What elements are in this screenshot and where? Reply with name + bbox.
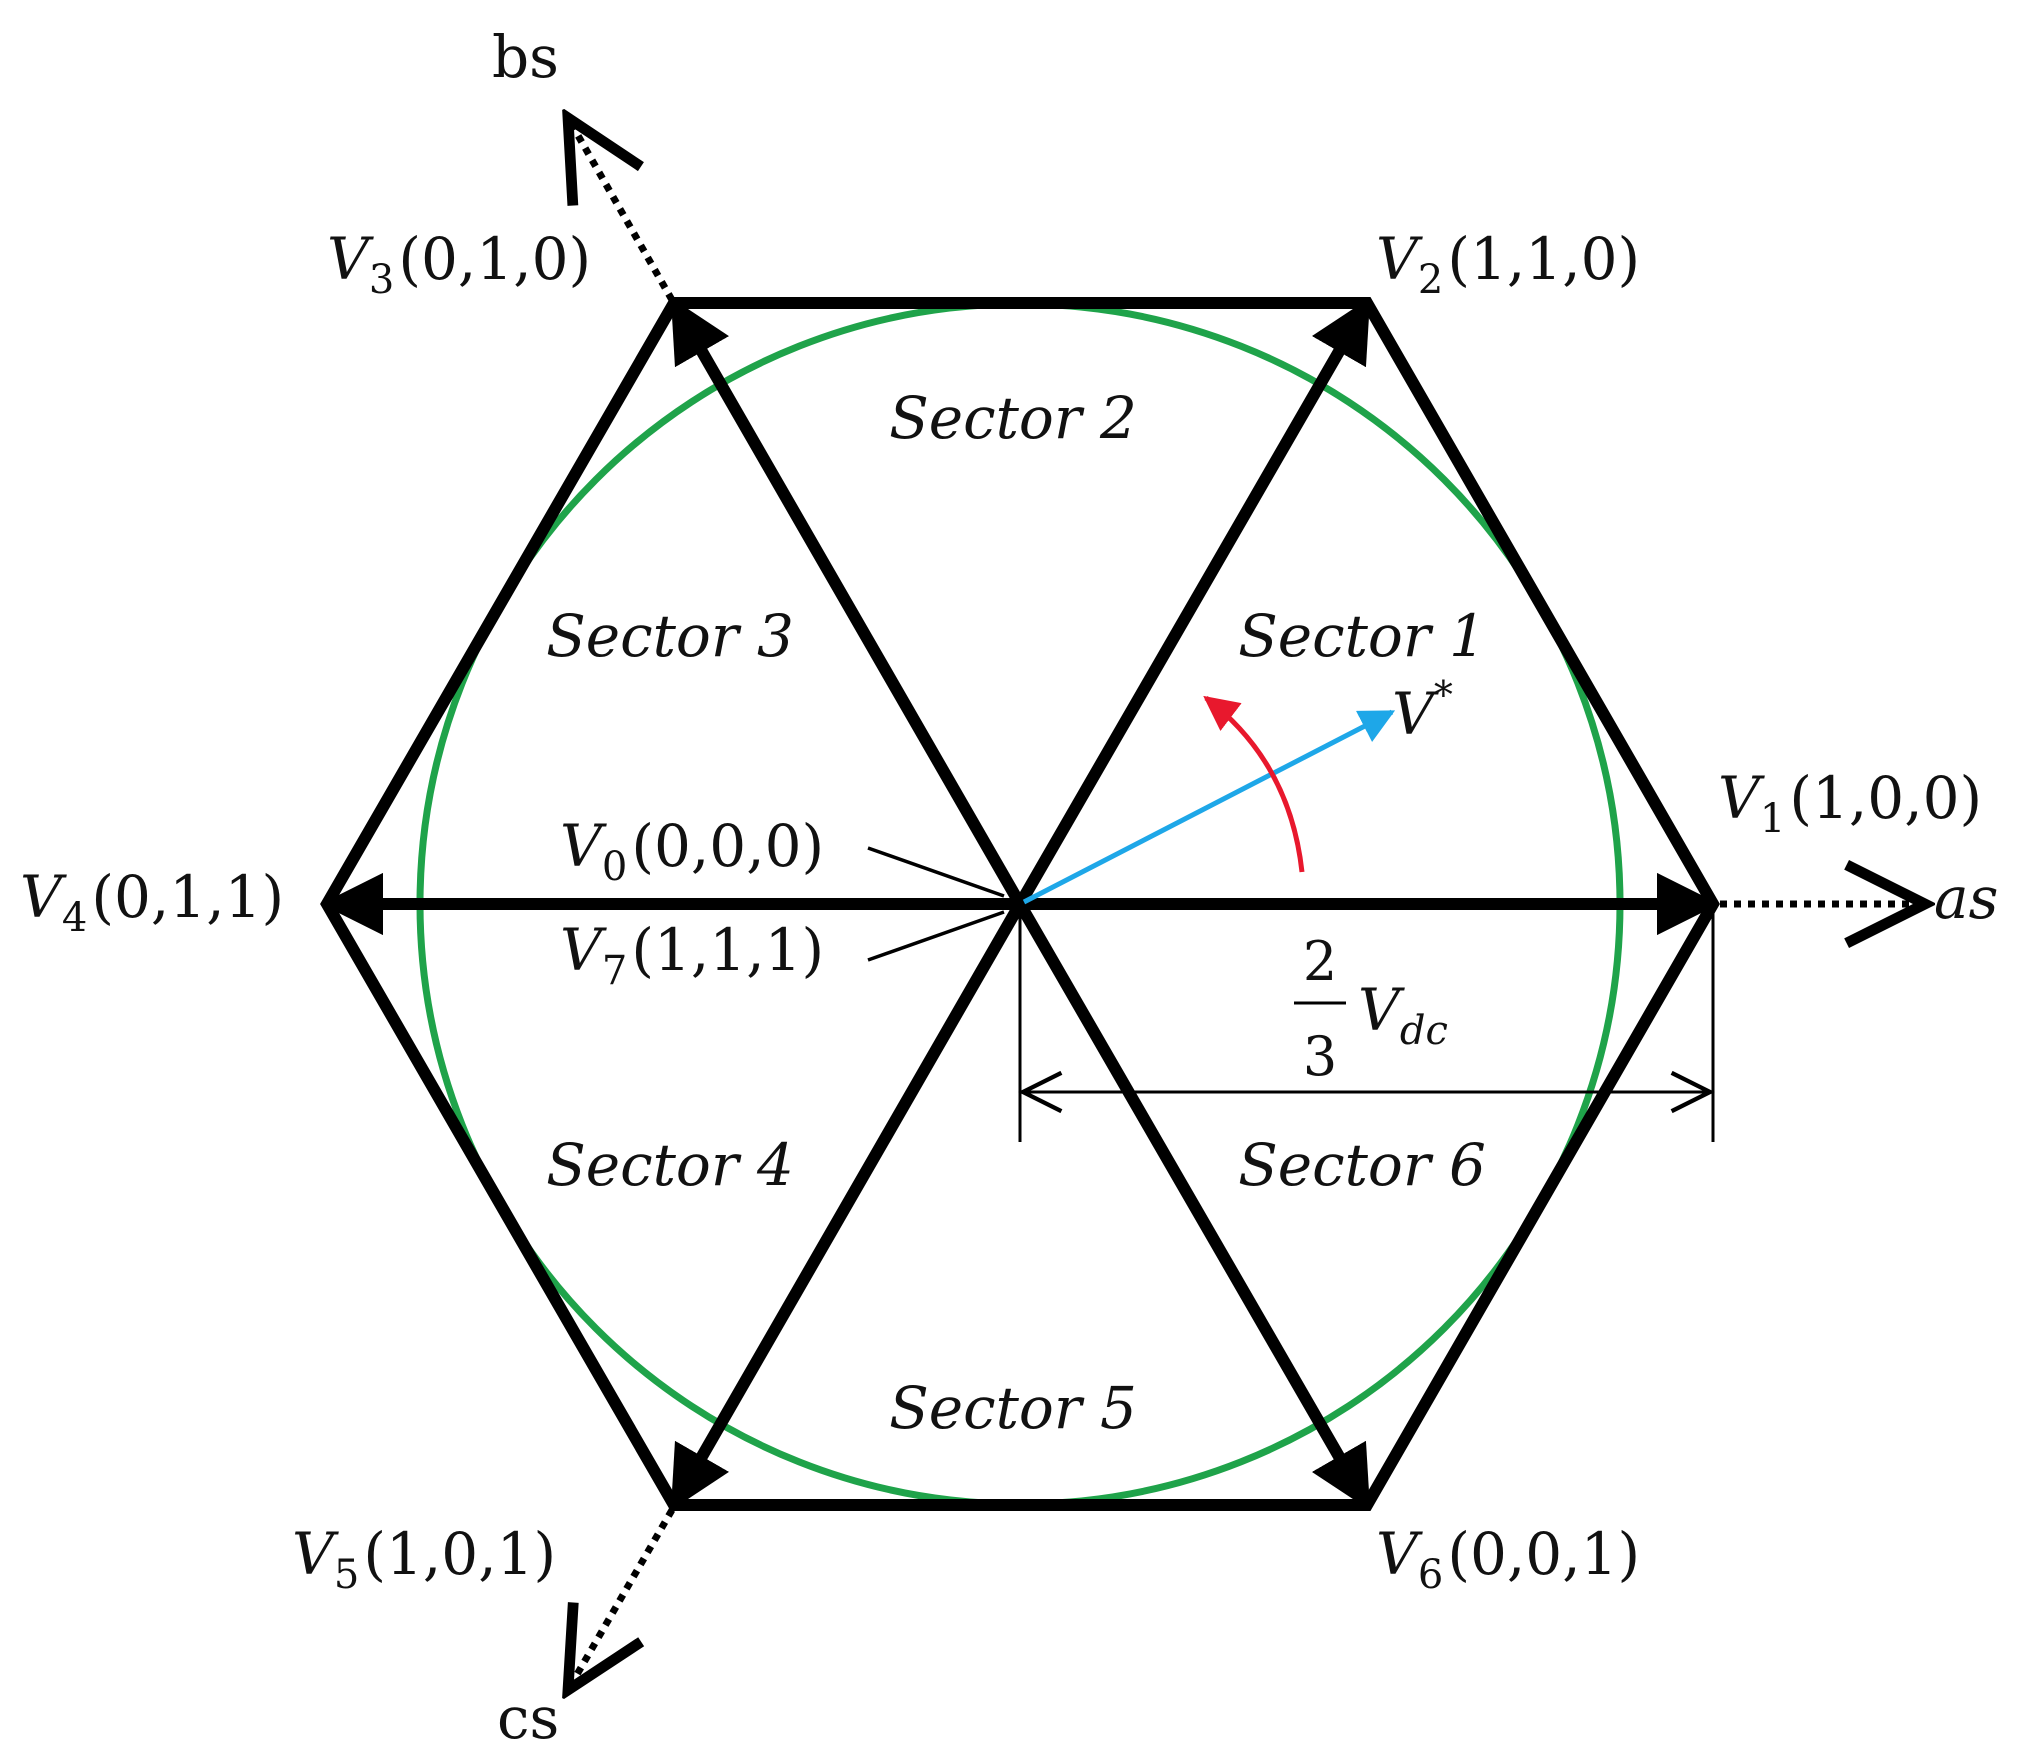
cs-axis-label: cs [497, 1684, 559, 1752]
bs-axis-label: bs [492, 23, 559, 91]
vector-v2-arrow [1014, 297, 1373, 908]
vector-v5-arrow [668, 901, 1026, 1511]
sector-4-label: Sector 4 [546, 1131, 794, 1199]
vector-v3-arrow [668, 297, 1026, 907]
active-vectors [320, 297, 1720, 1511]
v2-label: V2(1,1,0) [1376, 225, 1640, 303]
magnitude-symbol: Vdc [1358, 976, 1448, 1054]
sector-2-label: Sector 2 [889, 384, 1137, 452]
magnitude-denominator: 3 [1303, 1025, 1337, 1088]
sector-1-label: Sector 1 [1238, 602, 1486, 670]
cs-axis [568, 1508, 676, 1690]
v3-label: V3(0,1,0) [327, 225, 591, 303]
sector-5-label: Sector 5 [889, 1374, 1137, 1442]
as-axis-label: as [1934, 864, 1998, 932]
magnitude-numerator: 2 [1303, 930, 1337, 993]
rotation-arrow [1203, 695, 1305, 873]
v6-label: V6(0,0,1) [1376, 1520, 1640, 1598]
v1-label: V1(1,0,0) [1718, 764, 1982, 842]
magnitude-label: 2 3 Vdc [1294, 930, 1448, 1088]
reference-vector-arrow [1022, 709, 1396, 905]
v5-label: V5(1,0,1) [292, 1520, 556, 1598]
v0-label: V0(0,0,0) [560, 812, 824, 890]
vector-v6-arrow [1014, 900, 1373, 1511]
sector-6-label: Sector 6 [1238, 1131, 1486, 1199]
bs-axis [568, 118, 676, 302]
reference-vector-label: V* [1392, 673, 1453, 748]
v7-label: V7(1,1,1) [560, 916, 824, 994]
sector-3-label: Sector 3 [546, 602, 794, 670]
v4-label: V4(0,1,1) [20, 863, 284, 941]
v7-leader-line [867, 910, 1005, 962]
v0-leader-line [867, 846, 1005, 898]
